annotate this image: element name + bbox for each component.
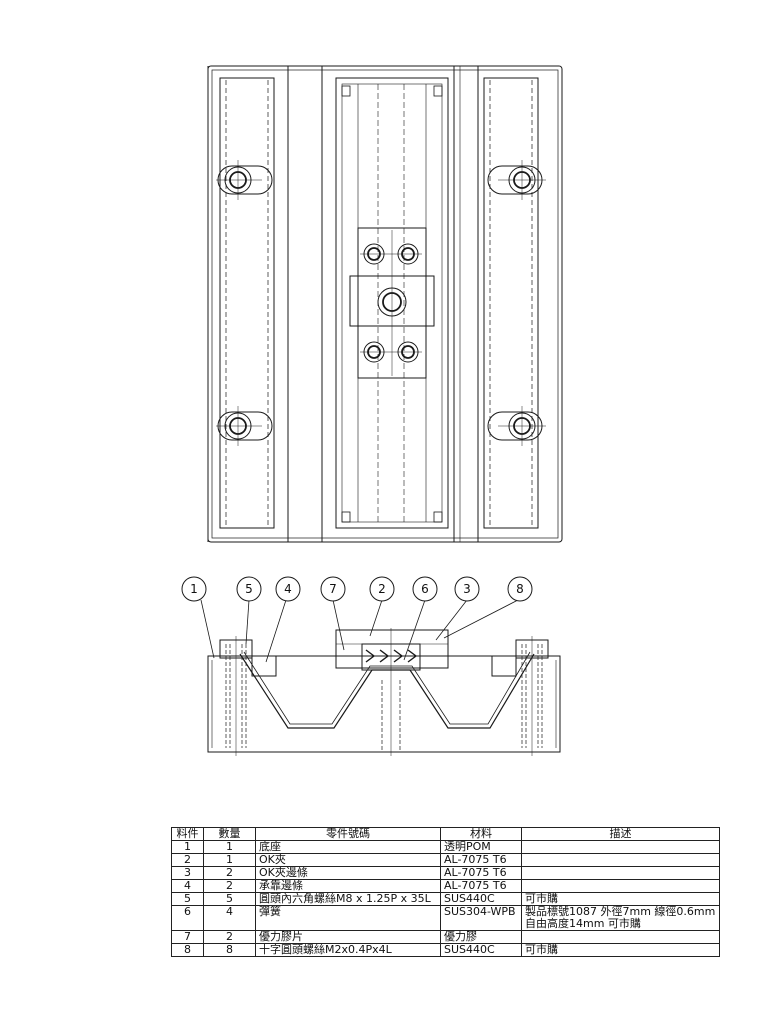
header-part-number: 零件號碼: [255, 827, 441, 841]
cell-desc: [521, 853, 720, 867]
balloon-8: 8: [507, 576, 533, 602]
cell-material: 透明POM: [440, 840, 522, 854]
top-view: [207, 65, 563, 543]
cell-part: 承靠邊條: [255, 879, 441, 893]
balloon-2: 2: [369, 576, 395, 602]
cell-item: 7: [171, 930, 204, 944]
spring-strip: [239, 653, 535, 729]
cell-qty: 2: [203, 866, 256, 880]
cell-part: OK夾邊條: [255, 866, 441, 880]
balloon-3: 3: [454, 576, 480, 602]
cell-part: OK夾: [255, 853, 441, 867]
cell-desc: 可市購: [521, 892, 720, 906]
cell-part: 十字圓頭螺絲M2x0.4Px4L: [255, 943, 441, 957]
table-row: 8 8 十字圓頭螺絲M2x0.4Px4L SUS440C 可市購: [171, 943, 720, 957]
cell-qty: 5: [203, 892, 256, 906]
center-clamp-section: [335, 629, 449, 669]
balloon-7: 7: [320, 576, 346, 602]
table-row: 2 1 OK夾 AL-7075 T6: [171, 853, 720, 867]
cell-part: 彈簧: [255, 905, 441, 931]
mounting-slots: [216, 160, 546, 446]
cell-material: 優力膠: [440, 930, 522, 944]
table-row: 1 1 底座 透明POM: [171, 840, 720, 854]
cell-part: 底座: [255, 840, 441, 854]
cell-desc: 製品標號1087 外徑7mm 線徑0.6mm 自由高度14mm 可市購: [521, 905, 720, 931]
table-row: 4 2 承靠邊條 AL-7075 T6: [171, 879, 720, 893]
bill-of-materials-table: 料件 數量 零件號碼 材料 描述 1 1 底座 透明POM 2 1 OK夾 AL…: [171, 827, 720, 957]
balloon-6: 6: [412, 576, 438, 602]
cell-material: AL-7075 T6: [440, 879, 522, 893]
svg-text:6: 6: [421, 582, 429, 596]
cell-material: AL-7075 T6: [440, 866, 522, 880]
balloon-1: 1: [181, 576, 207, 602]
svg-text:4: 4: [284, 582, 292, 596]
cell-item: 3: [171, 866, 204, 880]
cell-item: 4: [171, 879, 204, 893]
cell-item: 1: [171, 840, 204, 854]
cell-item: 5: [171, 892, 204, 906]
cell-material: AL-7075 T6: [440, 853, 522, 867]
cell-material: SUS440C: [440, 892, 522, 906]
header-material: 材料: [440, 827, 522, 841]
base-outline: [207, 65, 563, 543]
cell-material: SUS440C: [440, 943, 522, 957]
svg-text:5: 5: [245, 582, 253, 596]
cell-part: 圓頭內六角螺絲M8 x 1.25P x 35L: [255, 892, 441, 906]
base-section: [207, 655, 561, 753]
table-row: 5 5 圓頭內六角螺絲M8 x 1.25P x 35L SUS440C 可市購: [171, 892, 720, 906]
cell-qty: 1: [203, 840, 256, 854]
header-qty: 數量: [203, 827, 256, 841]
svg-text:7: 7: [329, 582, 337, 596]
left-side-bar: [219, 77, 275, 529]
cell-item: 6: [171, 905, 204, 931]
table-header-row: 料件 數量 零件號碼 材料 描述: [171, 827, 720, 841]
section-view: [207, 628, 561, 756]
cell-desc: 可市購: [521, 943, 720, 957]
cell-desc: [521, 840, 720, 854]
cell-desc: [521, 930, 720, 944]
svg-text:2: 2: [378, 582, 386, 596]
table-row: 7 2 優力膠片 優力膠: [171, 930, 720, 944]
cell-material: SUS304-WPB: [440, 905, 522, 931]
table-row: 3 2 OK夾邊條 AL-7075 T6: [171, 866, 720, 880]
cell-qty: 4: [203, 905, 256, 931]
svg-text:3: 3: [463, 582, 471, 596]
balloons: 1 5 4 7 2 6 3 8: [181, 576, 533, 602]
cell-desc: [521, 866, 720, 880]
cell-item: 2: [171, 853, 204, 867]
table-row: 6 4 彈簧 SUS304-WPB 製品標號1087 外徑7mm 線徑0.6mm…: [171, 905, 720, 931]
cell-qty: 2: [203, 879, 256, 893]
header-item: 料件: [171, 827, 204, 841]
right-side-bar: [483, 77, 539, 529]
cell-qty: 8: [203, 943, 256, 957]
balloon-5: 5: [236, 576, 262, 602]
cell-desc: [521, 879, 720, 893]
cell-qty: 1: [203, 853, 256, 867]
cell-part: 優力膠片: [255, 930, 441, 944]
cell-qty: 2: [203, 930, 256, 944]
svg-text:1: 1: [190, 582, 198, 596]
center-screw-holes: [360, 230, 422, 376]
center-clamp: [335, 77, 449, 529]
svg-text:8: 8: [516, 582, 524, 596]
cell-item: 8: [171, 943, 204, 957]
header-description: 描述: [521, 827, 720, 841]
center-plate: [357, 227, 427, 379]
leader-lines: [200, 599, 519, 663]
balloon-4: 4: [275, 576, 301, 602]
